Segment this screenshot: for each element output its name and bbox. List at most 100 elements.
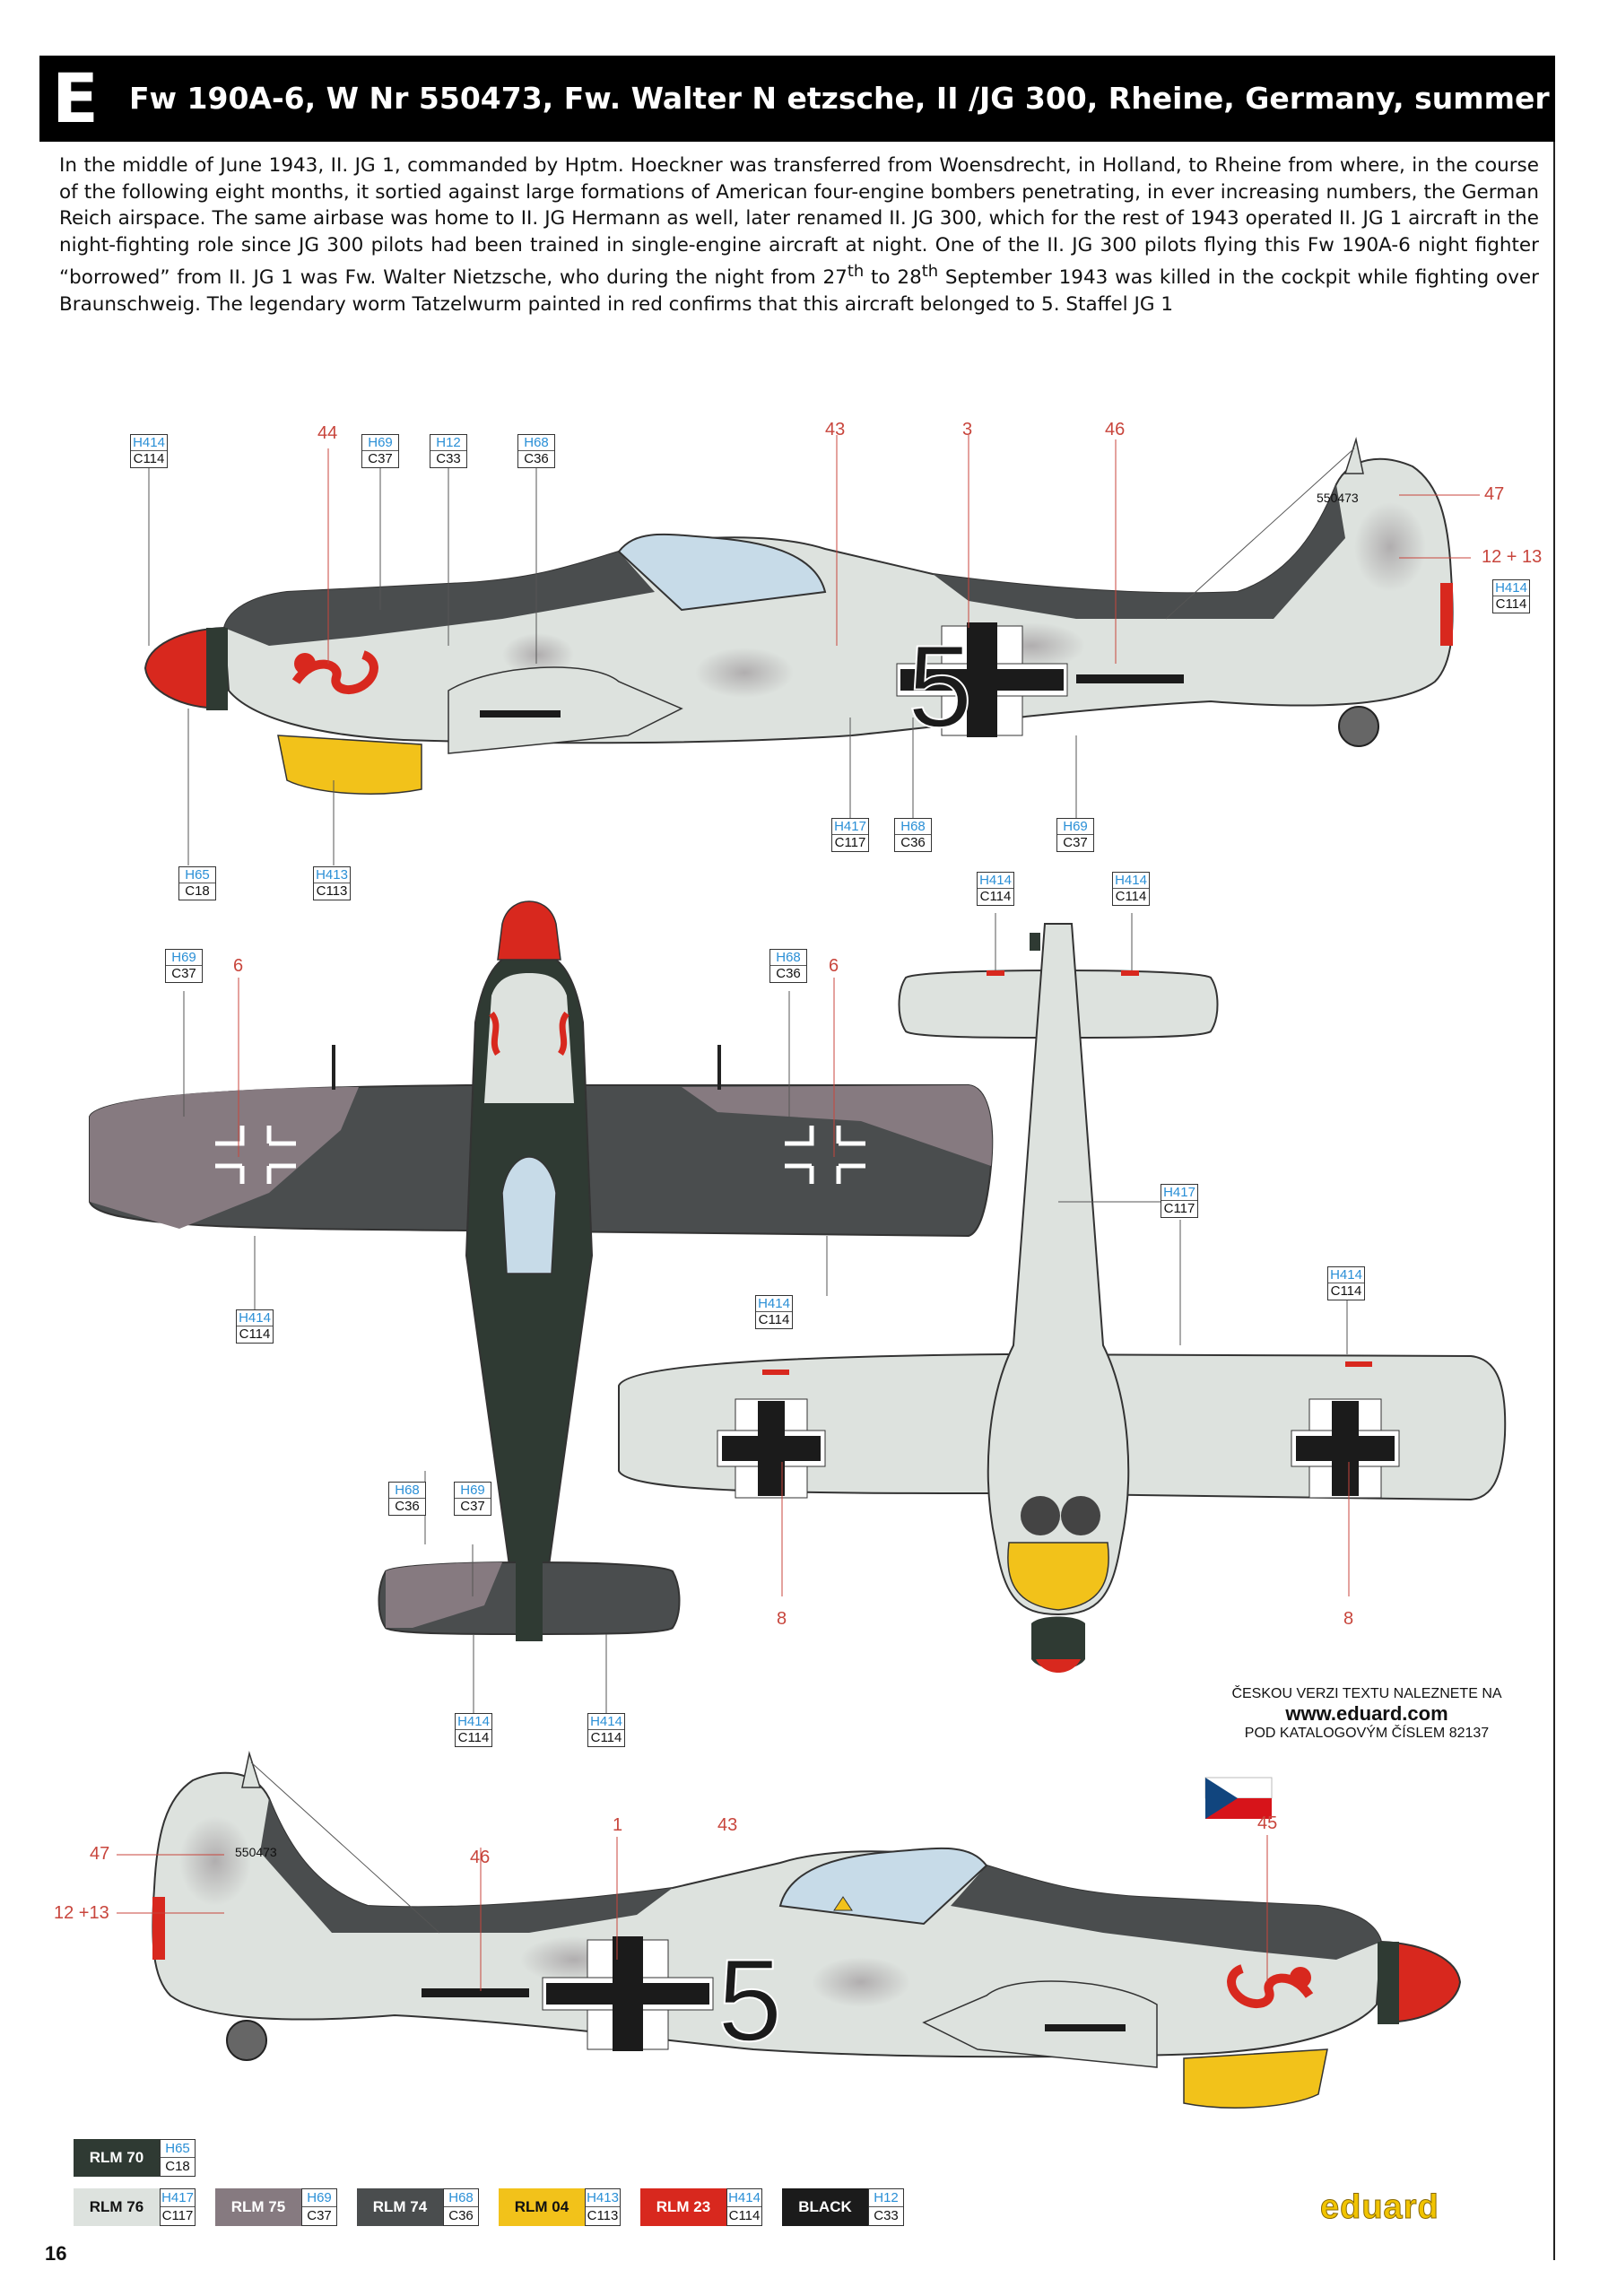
bottom-tailwheel	[1030, 933, 1040, 951]
czech-flag	[1204, 1777, 1273, 1819]
code-h: H413	[314, 867, 350, 883]
profile-title: Fw 190A-6, W Nr 550473, Fw. Walter N etz…	[129, 81, 1617, 116]
bottom-tail-marking	[1121, 970, 1139, 976]
czech-note-url[interactable]: www.eduard.com	[1285, 1702, 1448, 1725]
code-h: H414	[237, 1310, 273, 1326]
left-rudder-marking	[1440, 583, 1453, 646]
left-mottle	[695, 648, 794, 698]
top-tatzelwurm	[557, 1011, 569, 1056]
left-side-profile	[143, 437, 1454, 795]
callout-number: 44	[317, 423, 338, 443]
code-h: H417	[832, 819, 868, 835]
right-spine-camo	[951, 1866, 1381, 1960]
right-werknummer: 550473	[235, 1845, 277, 1859]
right-wing-root	[922, 1980, 1158, 2068]
code-c: C114	[590, 1730, 622, 1745]
callout-number: 8	[777, 1609, 787, 1629]
left-spinner-back	[206, 628, 228, 710]
legend-c: C37	[307, 2208, 332, 2223]
code-c: C18	[185, 883, 210, 899]
code-c: C114	[133, 451, 165, 466]
legend-color-name: RLM 74	[357, 2188, 443, 2226]
code-h: H414	[978, 873, 1013, 889]
bottom-tail-marking	[987, 970, 1004, 976]
bottom-spinner-tip	[1036, 1659, 1081, 1673]
code-h: H414	[1328, 1267, 1364, 1283]
right-antenna-mast	[241, 1751, 262, 1788]
bottom-spinner-back	[1031, 1616, 1085, 1670]
code-h: H414	[756, 1296, 792, 1312]
history-text: In the middle of June 1943, II. JG 1, co…	[59, 152, 1539, 317]
bottom-cross-left	[717, 1398, 826, 1499]
legend-color-name: RLM 75	[215, 2188, 301, 2226]
bottom-wheel-well	[1021, 1496, 1060, 1535]
code-h: H65	[179, 867, 215, 883]
legend-c: C36	[448, 2208, 474, 2223]
right-mottle	[812, 1957, 910, 2007]
legend-h: H69	[302, 2189, 336, 2207]
top-gun	[717, 1045, 721, 1090]
right-bar-marking	[422, 1988, 529, 1997]
history-paragraph: In the middle of June 1943, II. JG 1, co…	[59, 152, 1539, 317]
right-tatzelwurm	[1227, 1964, 1314, 2008]
code-c: C36	[524, 451, 549, 466]
history-part-2: to 28	[864, 266, 922, 290]
right-canopy	[778, 1847, 988, 1926]
top-gun	[332, 1045, 335, 1090]
left-bar-marking	[1076, 674, 1184, 683]
bottom-fuselage	[987, 923, 1130, 1616]
eduard-logo: eduard	[1320, 2188, 1439, 2227]
left-werknummer: 550473	[1317, 491, 1359, 505]
left-tail-camo	[933, 484, 1345, 619]
code-h: H417	[1161, 1185, 1197, 1201]
callout-red-leaders	[117, 435, 1480, 1991]
right-antenna-wire	[250, 1761, 440, 1934]
code-h: H68	[389, 1483, 425, 1499]
left-tatzelwurm	[291, 650, 378, 694]
code-c: C114	[1330, 1283, 1362, 1299]
right-fuselage-number: 5	[717, 1935, 782, 2066]
bottom-wing-marking	[1345, 1361, 1372, 1367]
code-h: H12	[430, 435, 466, 451]
top-canopy	[501, 1156, 557, 1274]
bottom-wing-marking	[762, 1370, 789, 1375]
code-c: C37	[171, 966, 196, 981]
code-c: C114	[457, 1730, 490, 1745]
left-spine-camo	[224, 552, 655, 646]
code-c: C114	[1495, 596, 1527, 612]
legend-h: H65	[161, 2140, 195, 2158]
right-tail-wheel	[226, 2020, 267, 2061]
left-spinner	[143, 626, 225, 710]
right-spinner	[1380, 1940, 1462, 2024]
code-c: C33	[436, 451, 461, 466]
left-fuselage-number: 5	[908, 621, 972, 752]
right-side-profile	[152, 1751, 1462, 2109]
callout-number: 12 +13	[54, 1903, 109, 1923]
code-c: C36	[776, 966, 801, 981]
callout-number: 47	[1484, 484, 1505, 504]
callout-number: 6	[233, 956, 244, 976]
left-canopy	[617, 533, 827, 612]
callout-number: 45	[1257, 1813, 1278, 1833]
top-wing-camo	[90, 1087, 359, 1229]
legend-h: H414	[727, 2190, 761, 2207]
